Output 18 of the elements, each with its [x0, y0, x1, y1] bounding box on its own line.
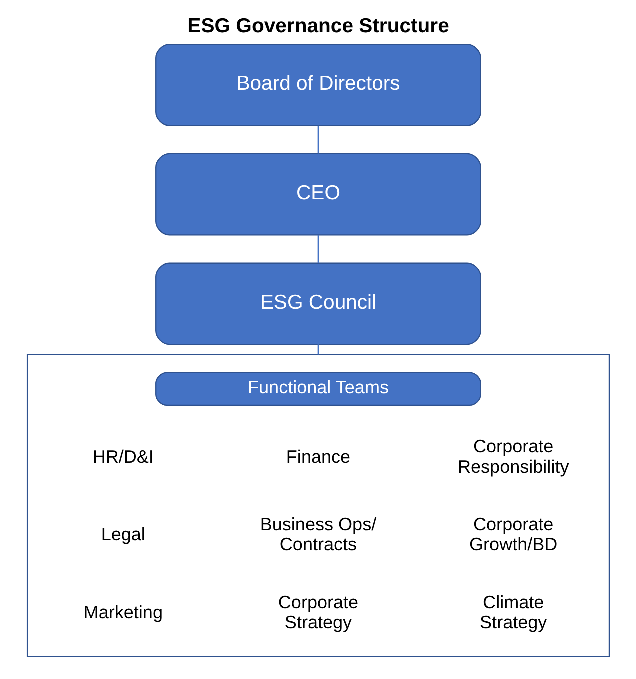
label: Finance — [286, 446, 350, 467]
connector — [317, 344, 319, 355]
connector — [317, 126, 319, 154]
node-box: Functional Teams — [155, 372, 481, 406]
node-box: CEO — [155, 153, 481, 236]
label: Corporate Strategy — [278, 592, 358, 633]
label: Marketing — [83, 602, 162, 622]
label: HR/D&I — [92, 446, 154, 467]
label: Legal — [100, 524, 145, 545]
node-box: ESG Council — [155, 262, 481, 346]
connector — [317, 235, 319, 264]
label: Climate Strategy — [480, 592, 547, 633]
label: Corporate Growth/BD — [469, 514, 558, 555]
label: Business Ops/ Contracts — [260, 514, 376, 555]
diagram-title: ESG Governance Structure — [187, 16, 449, 38]
cluster — [26, 354, 610, 658]
node-box: Board of Directors — [155, 44, 481, 126]
label: Corporate Responsibility — [457, 436, 569, 477]
